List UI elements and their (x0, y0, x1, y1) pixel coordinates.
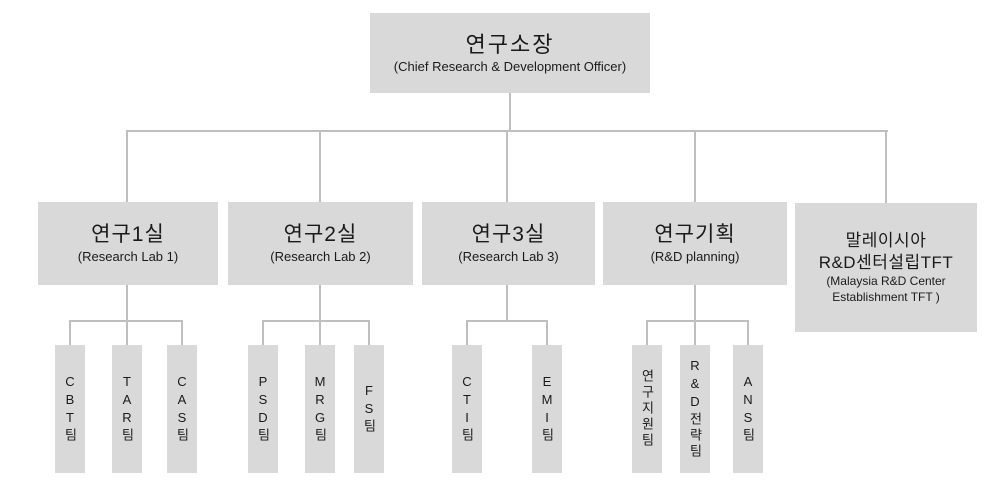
team-label: CBT팀 (62, 374, 78, 444)
org-box-team-emi: EMI팀 (532, 345, 562, 473)
dept-subtitle-line2: Establishment TFT ) (832, 289, 940, 304)
team-label: PSD팀 (255, 374, 271, 444)
connector-horizontal-lab2 (262, 320, 370, 322)
dept-title: 연구3실 (471, 223, 546, 247)
connector-stub-lab2 (319, 285, 321, 321)
org-box-team-fs: FS팀 (354, 345, 384, 473)
connector-drop-dept-2 (319, 130, 321, 203)
connector-drop-emi (546, 320, 548, 345)
team-label: CAS팀 (174, 374, 190, 444)
connector-drop-mrg (319, 320, 321, 345)
dept-subtitle: (R&D planning) (650, 248, 740, 264)
org-box-rnd-planning: 연구기획 (R&D planning) (603, 202, 787, 285)
org-box-research-lab-2: 연구2실 (Research Lab 2) (228, 202, 413, 285)
org-box-team-rnd-strategy: R&D전략팀 (680, 345, 710, 473)
connector-drop-dept-5 (885, 130, 887, 203)
connector-drop-tar (126, 320, 128, 345)
connector-drop-fs (368, 320, 370, 345)
dept-subtitle-line1: (Malaysia R&D Center (826, 274, 946, 288)
dept-title-line1: 말레이시아 (845, 230, 927, 250)
team-label: 연구지원팀 (639, 369, 655, 449)
org-box-team-research-support: 연구지원팀 (632, 345, 662, 473)
dept-subtitle: (Research Lab 3) (458, 248, 559, 264)
connector-stub-planning (694, 285, 696, 321)
dept-subtitle: (Research Lab 1) (77, 248, 179, 264)
org-box-team-psd: PSD팀 (248, 345, 278, 473)
org-box-team-cti: CTI팀 (452, 345, 482, 473)
org-box-team-cbt: CBT팀 (55, 345, 85, 473)
org-box-root: 연구소장 (Chief Research & Development Offic… (370, 13, 650, 93)
org-box-team-cas: CAS팀 (167, 345, 197, 473)
root-subtitle: (Chief Research & Development Officer) (393, 58, 627, 74)
org-box-research-lab-3: 연구3실 (Research Lab 3) (422, 202, 595, 285)
connector-drop-support (646, 320, 648, 345)
dept-title: 연구1실 (91, 223, 165, 247)
team-label: EMI팀 (539, 374, 555, 444)
team-label: TAR팀 (119, 374, 135, 444)
connector-drop-cbt (69, 320, 71, 345)
connector-drop-dept-3 (506, 130, 508, 203)
connector-stub-lab3 (506, 285, 508, 321)
connector-drop-ans (747, 320, 749, 345)
org-box-malaysia-tft: 말레이시아 R&D센터설립TFT (Malaysia R&D Center Es… (795, 203, 977, 332)
connector-drop-psd (262, 320, 264, 345)
connector-horizontal-planning (646, 320, 749, 322)
team-label: FS팀 (361, 383, 377, 435)
root-title: 연구소장 (465, 32, 555, 58)
org-box-team-mrg: MRG팀 (305, 345, 335, 473)
org-box-team-ans: ANS팀 (733, 345, 763, 473)
org-box-team-tar: TAR팀 (112, 345, 142, 473)
connector-root-stub (509, 93, 511, 131)
team-label: CTI팀 (459, 374, 475, 444)
dept-title: 연구기획 (654, 223, 736, 247)
org-box-research-lab-1: 연구1실 (Research Lab 1) (38, 202, 218, 285)
team-label: R&D전략팀 (687, 358, 703, 460)
team-label: MRG팀 (312, 374, 328, 444)
connector-drop-cas (181, 320, 183, 345)
dept-title-line2: R&D센터설립TFT (818, 252, 954, 272)
connector-drop-dept-1 (126, 130, 128, 203)
dept-subtitle: (Research Lab 2) (270, 248, 371, 264)
connector-drop-dept-4 (694, 130, 696, 203)
connector-horizontal-lab3 (466, 320, 548, 322)
connector-drop-cti (466, 320, 468, 345)
dept-title: 연구2실 (283, 223, 358, 247)
team-label: ANS팀 (740, 374, 756, 444)
connector-drop-strategy (694, 320, 696, 345)
connector-stub-lab1 (126, 285, 128, 321)
